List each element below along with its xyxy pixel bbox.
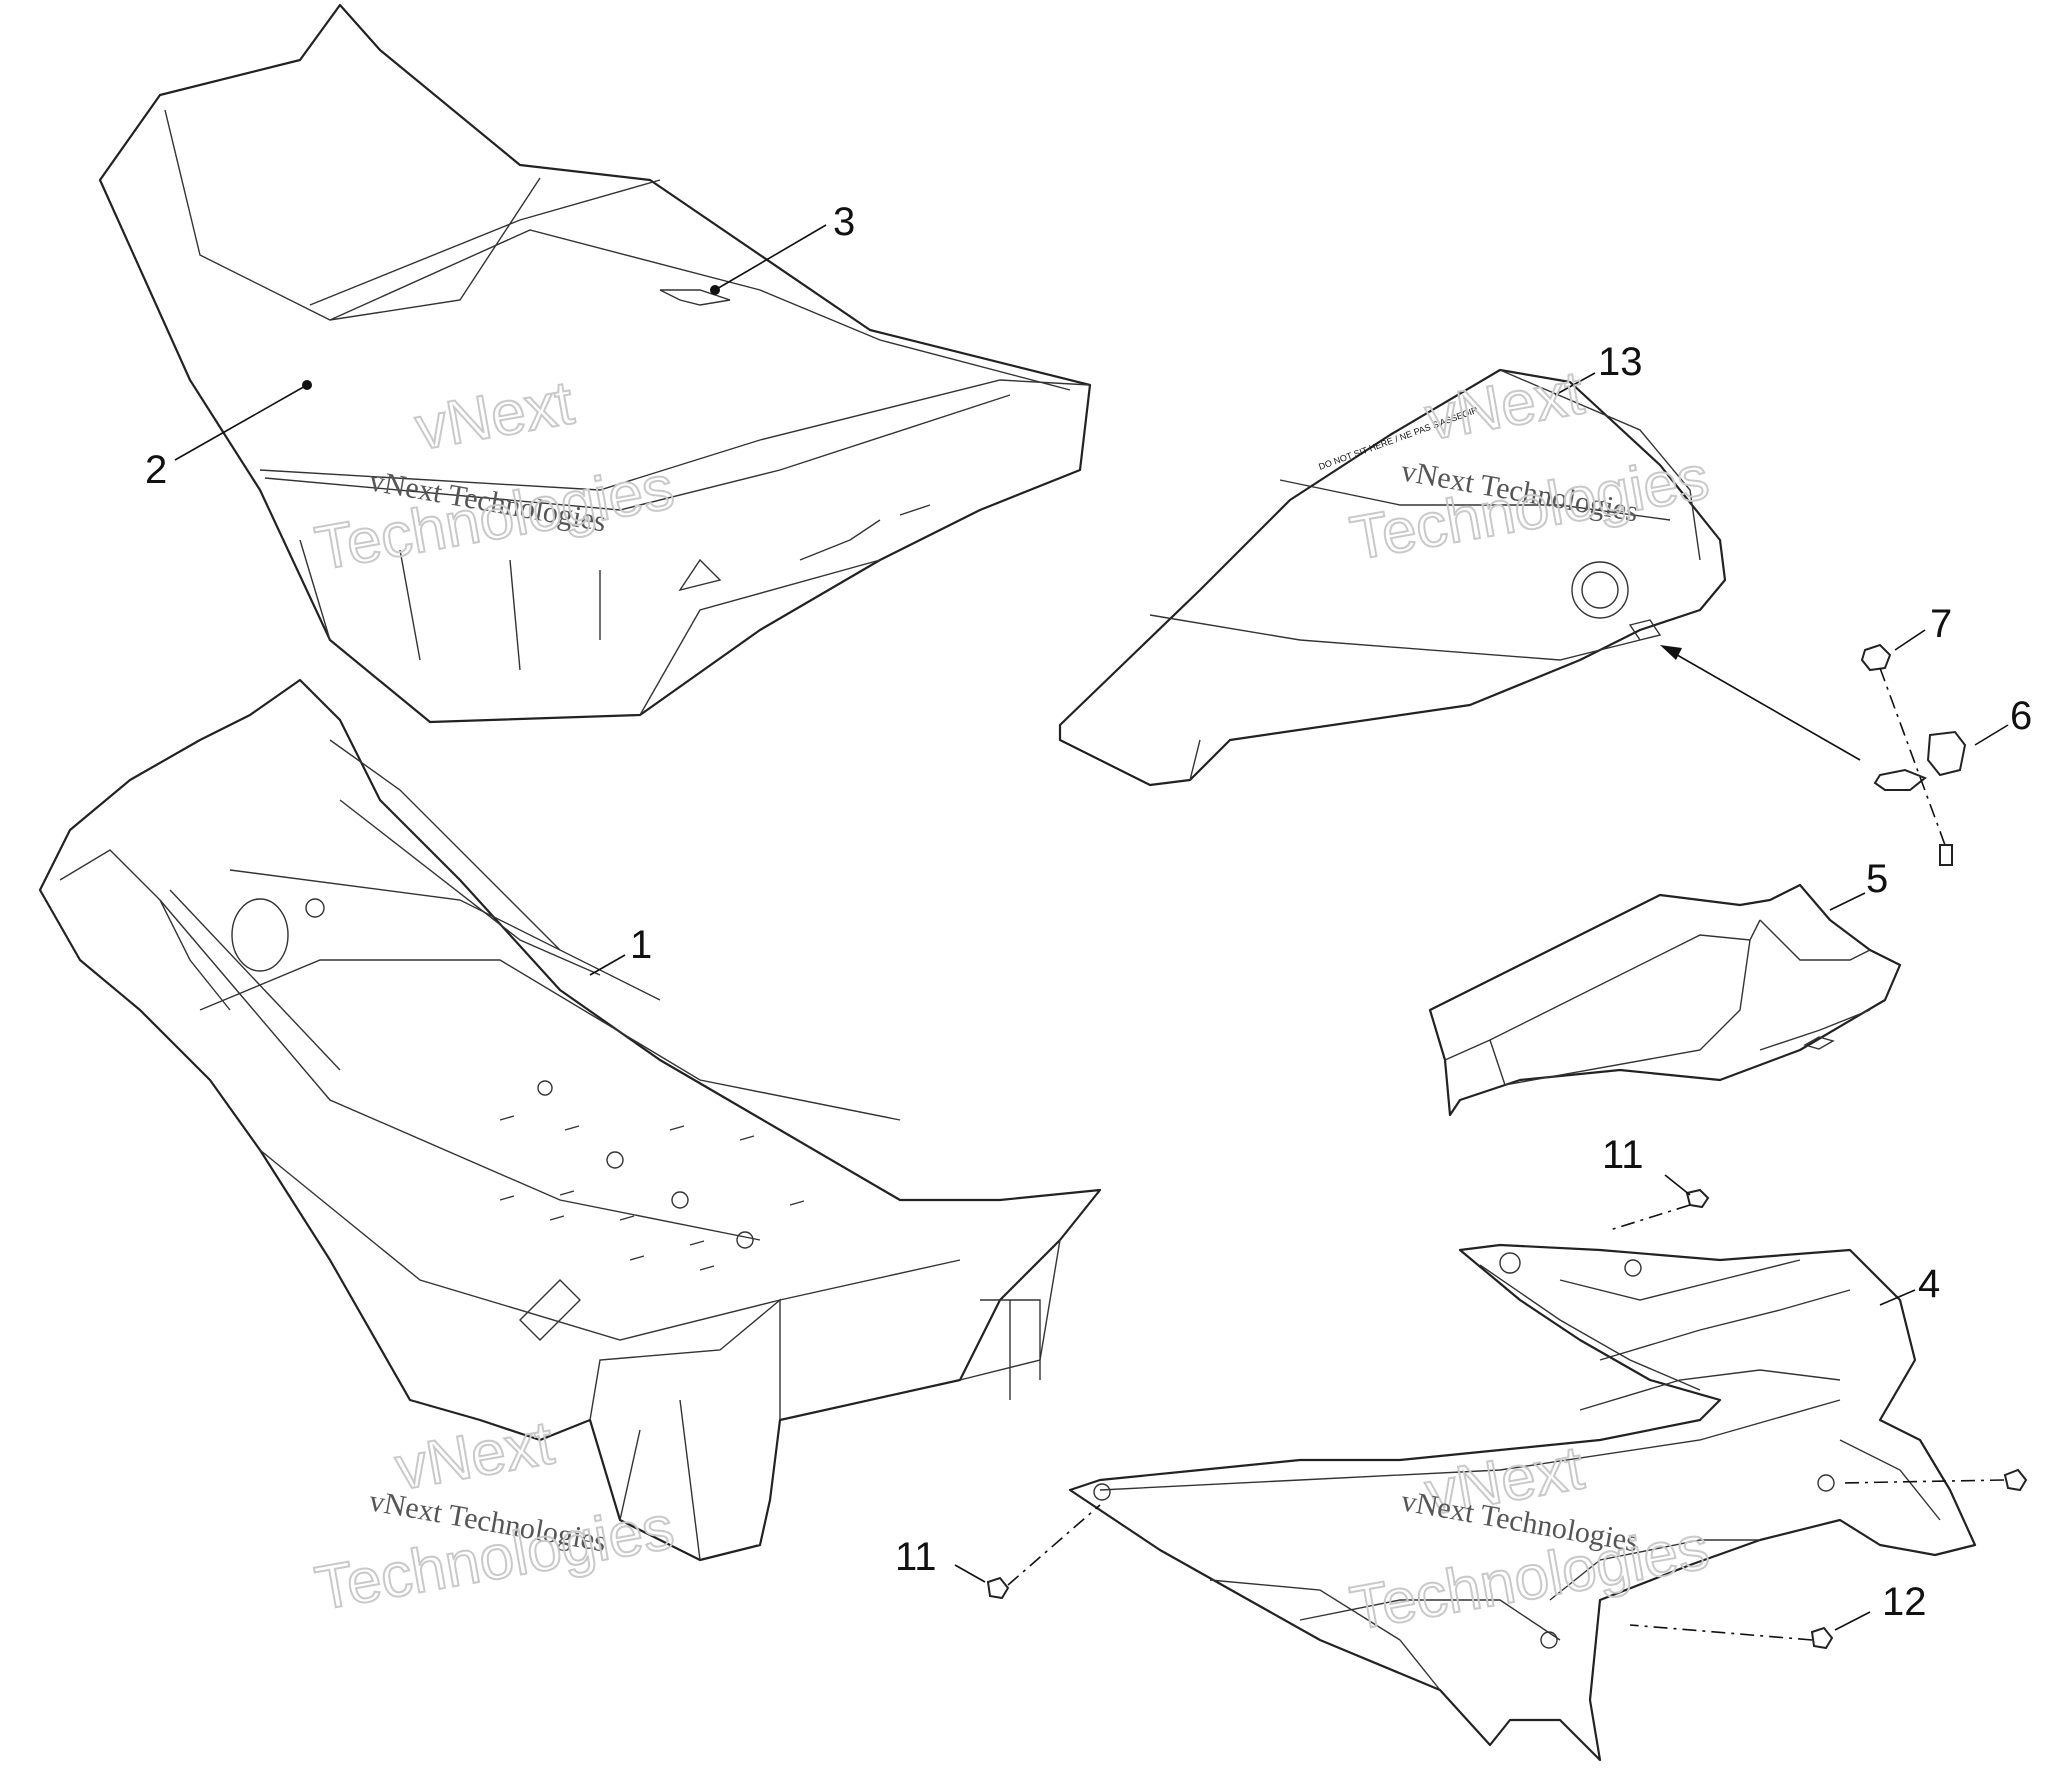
- callout-3: 3: [833, 200, 855, 244]
- callout-11-top: 11: [1602, 1133, 1644, 1177]
- rear-cover-part: DO NOT SIT HERE / NE PAS S'ASSEOIR: [1058, 368, 1727, 787]
- leader-4: [1879, 1289, 1916, 1306]
- leader-2: [174, 384, 308, 461]
- leader-11-left: [954, 1564, 986, 1583]
- callout-13: 13: [1598, 340, 1643, 384]
- seat-base-part: [38, 678, 1102, 1562]
- leader-11-top: [1664, 1174, 1691, 1196]
- callout-4: 4: [1918, 1262, 1940, 1306]
- callout-11-left: 11: [895, 1535, 937, 1579]
- screw-right-edge: [2003, 1468, 2028, 1492]
- leader-dot-2: [302, 380, 312, 390]
- screw-11-left: [986, 1576, 1010, 1600]
- seat-part: [98, 3, 1092, 724]
- screw-11-top: [1685, 1188, 1710, 1209]
- leader-1: [589, 954, 626, 976]
- watermark-word-top: vNext: [390, 1408, 558, 1503]
- callout-12: 12: [1882, 1580, 1927, 1624]
- nut-7: [1860, 643, 1892, 672]
- assembly-line-11-left: [1007, 1504, 1101, 1586]
- callout-7: 7: [1930, 602, 1952, 646]
- assembly-line-12: [1629, 1624, 1813, 1641]
- leader-6: [1974, 724, 2009, 746]
- leader-7: [1894, 629, 1926, 651]
- arrow-latch-to-cover: [1664, 647, 1861, 761]
- assembly-line-7-6: [1879, 667, 1946, 846]
- arrowhead: [1660, 645, 1682, 660]
- callout-2: 2: [145, 448, 167, 492]
- latch-6: [1873, 730, 1967, 791]
- screw-6-bottom: [1939, 844, 1953, 866]
- tray-part: [1428, 883, 1902, 1117]
- screw-12: [1810, 1626, 1834, 1650]
- leader-13: [1554, 372, 1596, 396]
- callout-1: 1: [630, 923, 652, 967]
- callout-6: 6: [2010, 694, 2032, 738]
- leader-3: [714, 224, 827, 291]
- assembly-line-11-top: [1609, 1204, 1691, 1231]
- leader-12: [1834, 1611, 1871, 1631]
- callout-5: 5: [1866, 857, 1888, 901]
- leader-5: [1829, 892, 1866, 911]
- leader-dot-3: [710, 285, 720, 295]
- fairing-part: [1068, 1243, 1977, 1762]
- assembly-line-right: [1839, 1479, 2005, 1484]
